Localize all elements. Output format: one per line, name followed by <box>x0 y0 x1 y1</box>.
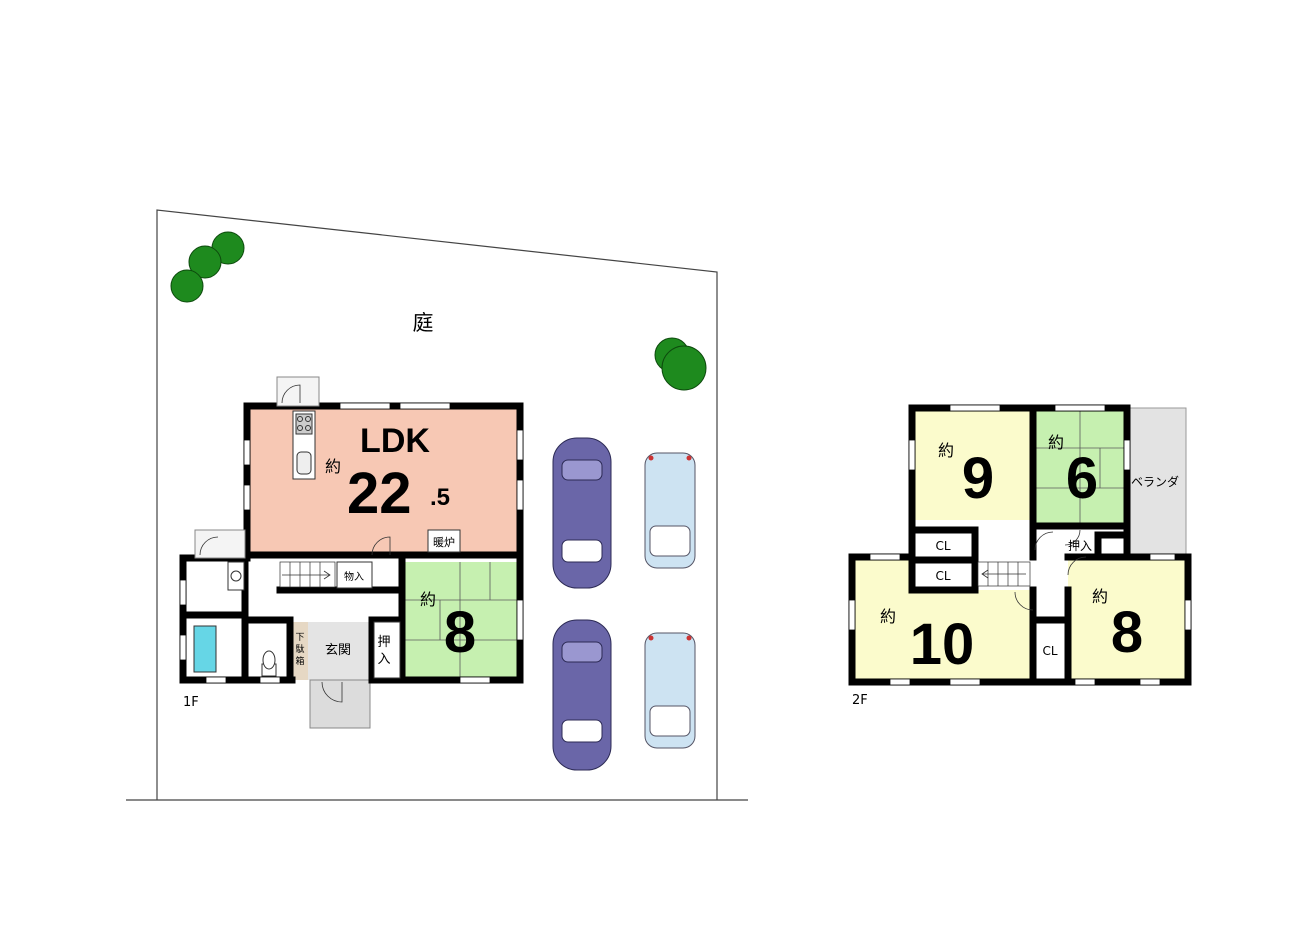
closet-1f-top: 押 <box>377 635 390 650</box>
windows-1f <box>179 402 524 684</box>
back-door-step <box>276 376 320 407</box>
ldk-size-decimal: .5 <box>430 484 450 511</box>
room-10 <box>852 590 1030 680</box>
closet-1f <box>373 621 401 679</box>
shoe-box <box>292 622 308 680</box>
tree-icon <box>654 337 707 391</box>
ldk-approx: 約 <box>325 457 341 476</box>
porch <box>309 679 371 729</box>
veranda <box>1126 407 1187 557</box>
room-9-approx: 約 <box>938 441 954 460</box>
room-8-approx: 約 <box>1092 587 1108 606</box>
room-10-size: 10 <box>910 612 975 677</box>
closet-1f-bottom: 入 <box>377 652 390 667</box>
fireplace <box>427 529 461 553</box>
room-6-size: 6 <box>1066 446 1098 511</box>
windows-2f <box>848 404 1192 686</box>
tatami-lines <box>1035 408 1125 526</box>
room-9-size: 9 <box>962 446 994 511</box>
cl-label: CL <box>935 539 950 553</box>
ldk-size: 22 <box>347 461 412 526</box>
japanese-room-1f-approx: 約 <box>420 590 436 609</box>
toilet-icon <box>261 650 277 677</box>
wash-basin <box>227 561 245 591</box>
storage-label: 物入 <box>344 570 364 583</box>
storage <box>336 561 373 589</box>
room-10-approx: 約 <box>880 607 896 626</box>
garden-label: 庭 <box>413 311 434 335</box>
shoe-box-label: 箱 <box>295 655 304 667</box>
room-8-size: 8 <box>1111 600 1143 665</box>
tatami-lines <box>402 562 520 680</box>
kitchen-counter <box>292 410 316 480</box>
site-boundary <box>126 209 748 801</box>
japanese-room-1f-size: 8 <box>444 600 476 665</box>
shoe-box-label: 駄 <box>295 643 304 655</box>
room-10-upper <box>852 557 910 592</box>
sedan-car-icon <box>552 619 612 771</box>
shoe-box-label: 下 <box>295 633 304 643</box>
veranda-label: ベランダ <box>1131 474 1179 489</box>
bathtub <box>193 625 217 673</box>
cl-label: CL <box>935 569 950 583</box>
minivan-car-icon <box>644 452 696 569</box>
room-6-approx: 約 <box>1048 433 1064 452</box>
stairs-1f <box>279 561 336 588</box>
minivan-car-icon <box>644 632 696 749</box>
floor-2f-label: 2F <box>852 693 868 708</box>
cl-label: CL <box>1042 644 1057 658</box>
fireplace-label: 暖炉 <box>433 536 455 549</box>
ldk-title: LDK <box>360 422 430 460</box>
door-arcs-2f <box>1014 529 1087 611</box>
floor-1f-label: 1F <box>183 695 199 710</box>
japanese-room-1f <box>402 562 520 680</box>
side-door-step <box>194 529 246 559</box>
sedan-car-icon <box>552 437 612 589</box>
room-9 <box>912 408 1032 520</box>
closet-2f-label: 押入 <box>1068 539 1092 553</box>
entrance-label: 玄関 <box>325 643 351 658</box>
room-8 <box>1068 557 1186 680</box>
tree-icon <box>170 231 245 303</box>
